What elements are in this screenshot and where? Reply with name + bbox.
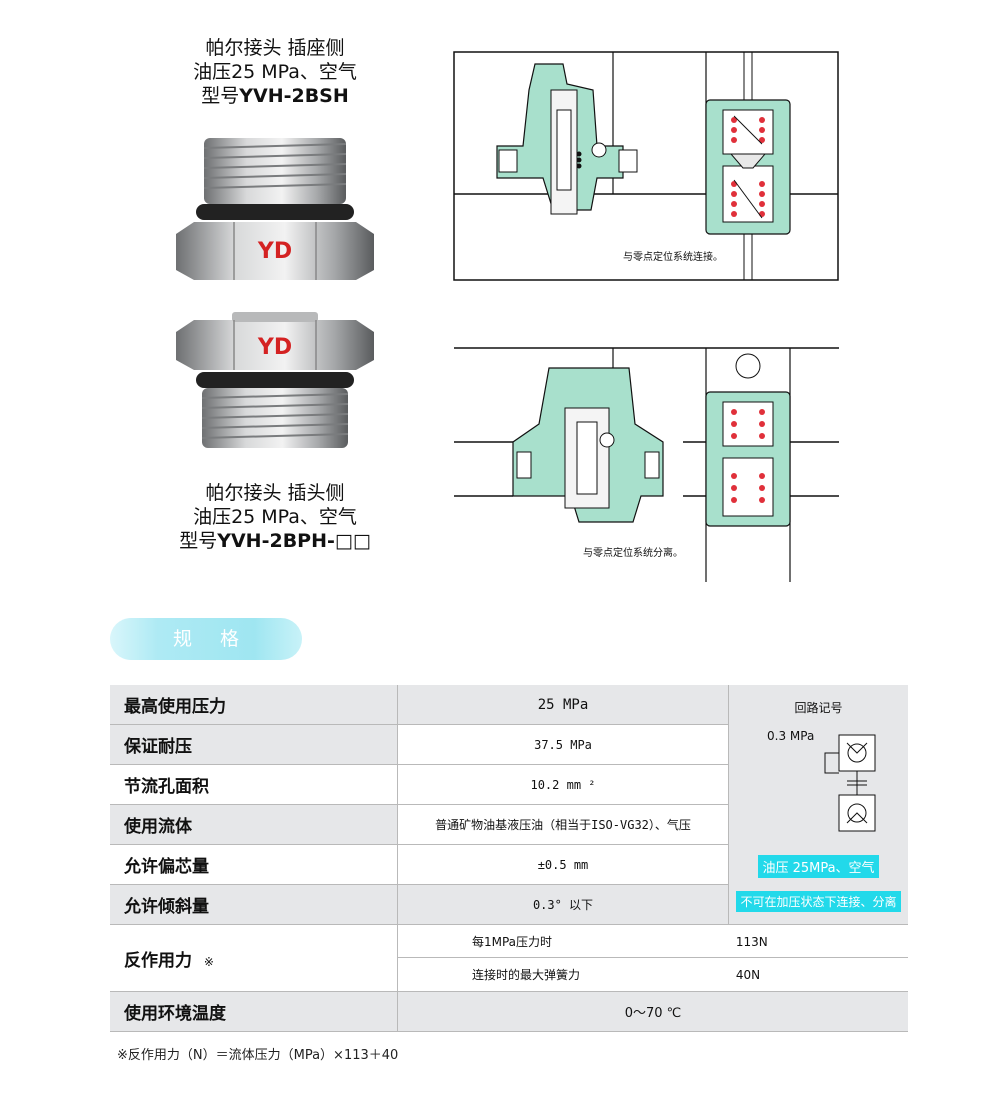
temp-value: 0～70 ℃ bbox=[397, 991, 908, 1032]
table-row: 节流孔面积 10.2 mm ² bbox=[110, 764, 908, 805]
socket-rating: 油压25 MPa、空气 bbox=[193, 61, 357, 83]
table-row: 保证耐压 37.5 MPa bbox=[110, 724, 908, 765]
plug-title: 帕尔接头 插头侧 bbox=[205, 482, 345, 504]
socket-photo: YD bbox=[176, 138, 374, 280]
reaction-row-2: 连接时的最大弹簧力 40N bbox=[397, 957, 908, 992]
check-valve-symbol bbox=[824, 734, 876, 832]
socket-model: 型号YVH-2BSH bbox=[201, 85, 349, 107]
connected-caption: 与零点定位系统连接。 bbox=[623, 250, 723, 263]
plug-rating: 油压25 MPa、空气 bbox=[193, 506, 357, 528]
circuit-pressure: 0.3 MPa bbox=[767, 729, 815, 743]
row-value: 0.3° 以下 bbox=[397, 884, 729, 925]
plug-model: 型号YVH-2BPH-□□ bbox=[179, 530, 371, 552]
reaction-row-1: 每1MPa压力时 113N bbox=[397, 924, 908, 958]
socket-caption: 帕尔接头 插座侧 油压25 MPa、空气 型号YVH-2BSH bbox=[175, 36, 375, 108]
section-title: 规格 bbox=[110, 618, 302, 660]
table-row: 使用环境温度 0～70 ℃ bbox=[110, 991, 908, 1032]
connected-diagram: 与零点定位系统连接。 bbox=[453, 51, 839, 281]
row-value: ±0.5 mm bbox=[397, 844, 729, 885]
pressure-badge: 油压 25MPa、空气 bbox=[758, 855, 879, 878]
row-label: 允许偏芯量 bbox=[110, 844, 398, 885]
separated-caption: 与零点定位系统分离。 bbox=[583, 546, 683, 559]
table-row: 连接时的最大弹簧力 40N bbox=[110, 957, 908, 992]
plug-photo: YD bbox=[176, 312, 374, 448]
row-label: 保证耐压 bbox=[110, 724, 398, 765]
socket-title: 帕尔接头 插座侧 bbox=[205, 37, 345, 59]
row-label: 最高使用压力 bbox=[110, 685, 398, 725]
row-label: 允许倾斜量 bbox=[110, 884, 398, 925]
table-row: 最高使用压力 25 MPa 回路记号 0.3 MPa 油压 25MPa、空气 不… bbox=[110, 685, 908, 925]
reaction-label: 反作用力 ※ bbox=[110, 924, 398, 992]
table-row: 反作用力 ※ 每1MPa压力时 113N bbox=[110, 924, 908, 992]
row-label: 节流孔面积 bbox=[110, 764, 398, 805]
table-row: 允许倾斜量 0.3° 以下 bbox=[110, 884, 908, 925]
row-value: 37.5 MPa bbox=[397, 724, 729, 765]
plug-caption: 帕尔接头 插头侧 油压25 MPa、空气 型号YVH-2BPH-□□ bbox=[160, 481, 390, 553]
spec-table: 最高使用压力 25 MPa 回路记号 0.3 MPa 油压 25MPa、空气 不… bbox=[110, 685, 908, 1032]
logo-mark-2: YD bbox=[257, 335, 292, 360]
row-value: 普通矿物油基液压油（相当于ISO-VG32）、气压 bbox=[397, 804, 729, 845]
footnote: ※反作用力（N）＝流体压力（MPa）×113＋40 bbox=[117, 1048, 399, 1063]
row-value: 25 MPa bbox=[397, 685, 729, 725]
warning-badge: 不可在加压状态下连接、分离 bbox=[736, 891, 901, 912]
table-row: 使用流体 普通矿物油基液压油（相当于ISO-VG32）、气压 bbox=[110, 804, 908, 845]
temp-label: 使用环境温度 bbox=[110, 991, 398, 1032]
row-label: 使用流体 bbox=[110, 804, 398, 845]
row-value: 10.2 mm ² bbox=[397, 764, 729, 805]
separated-diagram: 与零点定位系统分离。 bbox=[454, 347, 839, 582]
circuit-symbol-cell: 回路记号 0.3 MPa 油压 25MPa、空气 不可在加压状态下连接、分离 bbox=[728, 685, 908, 925]
logo-mark: YD bbox=[257, 239, 292, 264]
table-row: 允许偏芯量 ±0.5 mm bbox=[110, 844, 908, 885]
circuit-title: 回路记号 bbox=[794, 701, 843, 715]
